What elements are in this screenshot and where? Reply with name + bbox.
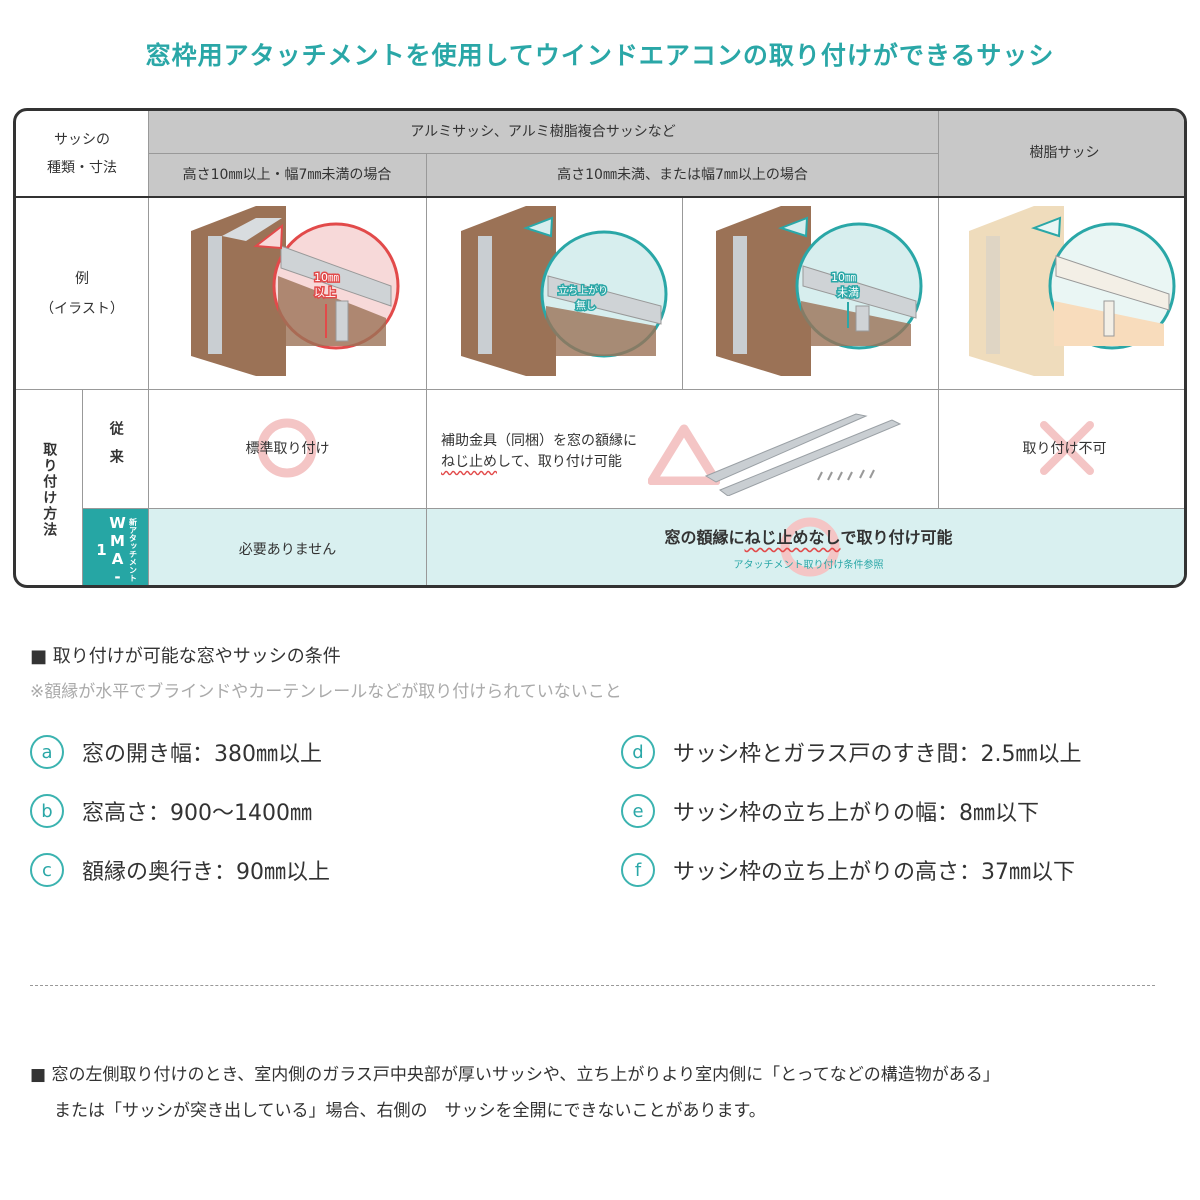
circle-ok-mark-new	[780, 517, 840, 577]
condition-text-a: 窓の開き幅：380㎜以上	[82, 742, 322, 767]
condition-item-d: d サッシ枠とガラス戸のすき間：2.5㎜以上	[621, 735, 1082, 769]
conv-aux-line1: 補助金具（同梱）を窓の額縁に	[441, 433, 637, 449]
illus-label-1a: 10㎜	[314, 271, 339, 284]
sub-header-2: 高さ10㎜未満、または幅7㎜以上の場合	[427, 154, 938, 196]
corner-label-line2: 種類・寸法	[47, 159, 117, 176]
conv-aux-line2-rest: して、取り付け可能	[497, 454, 622, 470]
corner-label-line1: サッシの	[54, 131, 110, 148]
condition-text-d: サッシ枠とガラス戸のすき間：2.5㎜以上	[673, 742, 1082, 767]
conditions-note: ※額縁が水平でブラインドやカーテンレールなどが取り付けられていないこと	[30, 682, 622, 702]
example-label: 例 （イラスト）	[16, 198, 148, 389]
condition-item-c: c 額縁の奥行き：90㎜以上	[30, 853, 330, 887]
new-install-sub: アタッチメント取り付け条件参照	[733, 559, 884, 571]
page-title: 窓枠用アタッチメントを使用してウインドエアコンの取り付けができるサッシ	[145, 41, 1055, 70]
new-install-pre: 窓の額縁に	[664, 527, 745, 547]
screw-fixing-emph: ねじ止め	[441, 454, 497, 470]
badge-e: e	[621, 794, 655, 828]
condition-item-b: b 窓高さ：900〜1400㎜	[30, 794, 312, 828]
condition-text-f: サッシ枠の立ち上がりの高さ：37㎜以下	[673, 860, 1075, 885]
illustration-no-rise: 立ち上がり 無し	[461, 206, 668, 376]
conditions-heading: ■ 取り付けが可能な窓やサッシの条件	[30, 646, 341, 667]
illus-label-1b: 以上	[314, 286, 336, 299]
badge-c: c	[30, 853, 64, 887]
alum-header: アルミサッシ、アルミ樹脂複合サッシなど	[148, 111, 938, 153]
illustration-high-narrow: 10㎜ 以上	[191, 206, 400, 376]
badge-a: a	[30, 735, 64, 769]
new-attachment-row	[149, 509, 1184, 585]
footer-note-line2: または「サッシが突き出している」場合、右側の サッシを全開にできないことがありま…	[54, 1101, 766, 1121]
condition-item-f: f サッシ枠の立ち上がりの高さ：37㎜以下	[621, 853, 1075, 887]
illus-label-2a: 立ち上がり	[558, 284, 608, 297]
new-not-needed: 必要ありません	[238, 541, 337, 558]
conventional-label: 従来	[107, 421, 124, 477]
condition-text-b: 窓高さ：900〜1400㎜	[82, 801, 312, 826]
example-label-line2: （イラスト）	[40, 300, 124, 317]
resin-header: 樹脂サッシ	[939, 111, 1184, 196]
triangle-conditional-mark	[648, 424, 720, 485]
wma1-label-main: WMA-1	[92, 514, 127, 586]
cross-ng-mark	[1040, 421, 1094, 475]
illus-label-3b: 未満	[837, 286, 859, 299]
no-screw-emph: ねじ止めなし	[744, 527, 841, 547]
illus-label-2b: 無し	[576, 299, 596, 312]
wma1-label: WMA-1 新アタッチメント	[83, 509, 148, 586]
footer-note-line1: ■ 窓の左側取り付けのとき、室内側のガラス戸中央部が厚いサッシや、立ち上がりより…	[30, 1065, 1000, 1085]
new-install-post: で取り付け可能	[840, 527, 953, 547]
sash-compatibility-table: アルミサッシ、アルミ樹脂複合サッシなど 高さ10㎜以上・幅7㎜未満の場合 高さ1…	[13, 108, 1187, 588]
conv-aux-line2: ねじ止めして、取り付け可能	[441, 452, 622, 473]
wma1-label-sub: 新アタッチメント	[128, 518, 138, 582]
footer-note: ■ 窓の左側取り付けのとき、室内側のガラス戸中央部が厚いサッシや、立ち上がりより…	[30, 1057, 1180, 1129]
aux-bracket-illustration	[704, 413, 902, 496]
conv-standard-install: 標準取り付け	[245, 440, 330, 457]
circle-ok-mark	[257, 418, 317, 478]
example-label-line1: 例	[75, 270, 89, 287]
condition-item-a: a 窓の開き幅：380㎜以上	[30, 735, 322, 769]
badge-d: d	[621, 735, 655, 769]
badge-f: f	[621, 853, 655, 887]
illustration-low-rise: 10㎜ 未満	[716, 206, 923, 376]
sub-header-1: 高さ10㎜以上・幅7㎜未満の場合	[148, 154, 426, 196]
badge-b: b	[30, 794, 64, 828]
method-label: 取り付け方法	[41, 442, 58, 538]
illustration-resin	[969, 206, 1176, 376]
condition-text-e: サッシ枠の立ち上がりの幅：8㎜以下	[673, 801, 1039, 826]
conv-aux-bracket-text: 補助金具（同梱）を窓の額縁に ねじ止めして、取り付け可能	[441, 417, 671, 487]
illus-label-3a: 10㎜	[831, 271, 856, 284]
new-install-text: 窓の額縁にねじ止めなしで取り付け可能	[427, 521, 1184, 555]
conv-not-possible: 取り付け不可	[1022, 440, 1107, 457]
corner-label: サッシの 種類・寸法	[16, 111, 148, 196]
condition-item-e: e サッシ枠の立ち上がりの幅：8㎜以下	[621, 794, 1039, 828]
divider	[30, 985, 1155, 986]
condition-text-c: 額縁の奥行き：90㎜以上	[82, 860, 330, 885]
